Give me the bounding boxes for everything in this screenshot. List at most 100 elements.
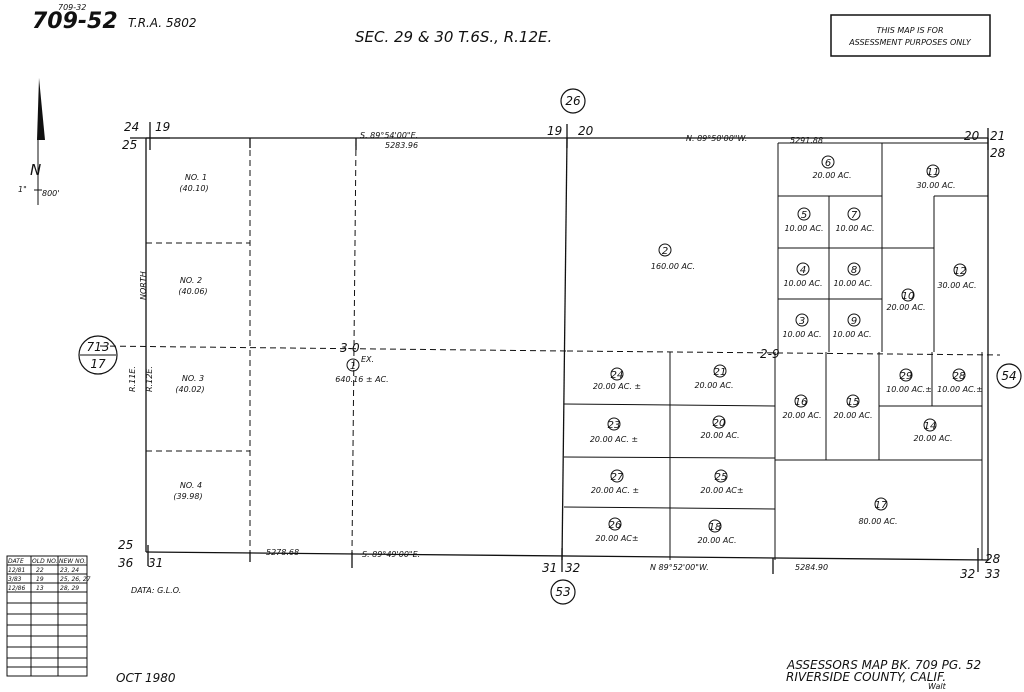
svg-text:20.00 AC.: 20.00 AC. [886, 303, 925, 312]
lot-1: NO. 1 (40.10) [179, 173, 208, 193]
svg-text:640.16 ± AC.: 640.16 ± AC. [335, 375, 388, 384]
parcel-18: 18 20.00 AC. [697, 519, 737, 545]
parcel-10: 10 20.00 AC. [886, 288, 926, 312]
svg-text:80.00 AC.: 80.00 AC. [858, 517, 897, 526]
svg-text:9: 9 [851, 316, 857, 327]
scale-left: 1" [18, 185, 27, 194]
svg-text:18: 18 [709, 522, 722, 533]
svg-text:20.00 AC.: 20.00 AC. [913, 434, 952, 443]
svg-text:22: 22 [36, 567, 44, 574]
parcel-17: 17 80.00 AC. [858, 497, 898, 526]
svg-text:26: 26 [609, 520, 622, 531]
parcel-4: 4 10.00 AC. [783, 262, 823, 288]
svg-text:8: 8 [851, 265, 857, 276]
svg-text:10.00 AC.±: 10.00 AC.± [937, 385, 983, 394]
svg-text:3: 3 [799, 316, 805, 327]
svg-text:19: 19 [36, 576, 44, 583]
parcel-11: 11 30.00 AC. [916, 164, 956, 190]
svg-text:12/86: 12/86 [8, 585, 25, 592]
section-boundaries [130, 122, 989, 574]
section-30-label: 3-0 [340, 341, 360, 355]
svg-text:10: 10 [902, 291, 915, 302]
svg-text:25: 25 [715, 472, 728, 483]
parcel-15: 15 20.00 AC. [833, 394, 873, 420]
svg-text:30.00 AC.: 30.00 AC. [916, 181, 955, 190]
bearing-bottom-left: S. 89°49'00"E. [362, 550, 420, 559]
parcel-21: 21 20.00 AC. [694, 364, 734, 390]
svg-text:(40.06): (40.06) [178, 287, 207, 296]
parcel-26: 26 20.00 AC± [595, 517, 639, 543]
svg-text:11: 11 [927, 167, 940, 178]
svg-text:21: 21 [714, 367, 727, 378]
svg-text:5: 5 [801, 210, 807, 221]
corner-bm-b: 32 [565, 561, 580, 575]
assessment-notice-line1: THIS MAP IS FOR [876, 26, 943, 35]
svg-text:23, 24: 23, 24 [60, 567, 79, 574]
distance-top-left: 5283.96 [385, 141, 418, 150]
svg-text:4: 4 [800, 265, 806, 276]
assessment-notice-line2: ASSESSMENT PURPOSES ONLY [848, 38, 972, 47]
drafter-initials: Walt [928, 682, 947, 691]
county-line: RIVERSIDE COUNTY, CALIF. [786, 670, 946, 684]
changes-table-header: DATE OLD NO. NEW NO. [8, 558, 86, 565]
small-map-reference: 709-32 [58, 3, 86, 12]
assessment-notice-box [830, 14, 991, 57]
corner-bl-c: 31 [148, 556, 163, 570]
corner-bm-a: 31 [542, 561, 557, 575]
map-date: OCT 1980 [116, 671, 176, 685]
svg-text:(40.10): (40.10) [179, 184, 208, 193]
scale-right: 800' [42, 189, 59, 198]
parcel-25: 25 20.00 AC± [700, 469, 744, 495]
svg-text:17: 17 [90, 357, 106, 371]
svg-text:28, 29: 28, 29 [60, 585, 79, 592]
changes-table-row: 12/81 22 23, 24 [8, 567, 79, 574]
svg-text:16: 16 [795, 397, 808, 408]
parcel-16: 16 20.00 AC. [782, 394, 822, 420]
parcel-6: 6 20.00 AC. [812, 155, 852, 180]
corner-tm-b: 20 [578, 124, 594, 138]
svg-text:17: 17 [875, 500, 888, 511]
svg-text:20.00 AC.: 20.00 AC. [697, 536, 736, 545]
svg-text:2: 2 [662, 246, 668, 257]
parcel-27: 27 20.00 AC. ± [591, 469, 639, 495]
data-source-note: DATA: G.L.O. [131, 586, 181, 595]
parcel-2: 2 160.00 AC. [651, 243, 695, 271]
parcel-14: 14 20.00 AC. [913, 418, 953, 443]
svg-text:3/83: 3/83 [8, 576, 22, 583]
svg-text:NO. 4: NO. 4 [180, 481, 202, 490]
svg-text:20.00 AC.: 20.00 AC. [812, 171, 851, 180]
corner-bl-a: 25 [118, 538, 133, 552]
svg-text:10.00 AC.±: 10.00 AC.± [886, 385, 932, 394]
parcel-9: 9 10.00 AC. [832, 313, 872, 339]
svg-text:25, 26, 27: 25, 26, 27 [60, 576, 91, 583]
north-letter: N [30, 161, 41, 179]
svg-text:20.00 AC.: 20.00 AC. [833, 411, 872, 420]
svg-text:13: 13 [36, 585, 44, 592]
parcel-3: 3 10.00 AC. [782, 313, 822, 339]
parcel-20: 20 20.00 AC. [700, 415, 740, 440]
svg-text:10.00 AC.: 10.00 AC. [784, 224, 823, 233]
parcel-29: 29 10.00 AC.± [886, 368, 932, 394]
bearing-top-left: S. 89°54'00"E. [360, 131, 418, 140]
svg-text:20.00 AC±: 20.00 AC± [595, 534, 638, 543]
corner-bl-b: 36 [118, 556, 134, 570]
lot-3: NO. 3 (40.02) [175, 374, 204, 394]
bearing-top-right: N. 89°50'00"W. [686, 134, 747, 143]
svg-text:20.00 AC.: 20.00 AC. [782, 411, 821, 420]
svg-text:NO. 3: NO. 3 [182, 374, 204, 383]
svg-text:20.00 AC. ±: 20.00 AC. ± [593, 382, 641, 391]
parcel-12: 12 30.00 AC. [937, 263, 977, 290]
lot-4: NO. 4 (39.98) [173, 481, 202, 501]
svg-text:15: 15 [847, 397, 860, 408]
parcel-24: 24 20.00 AC. ± [593, 367, 641, 391]
distance-bottom-right: 5284.90 [795, 563, 828, 572]
svg-text:12/81: 12/81 [8, 567, 25, 574]
svg-text:10.00 AC.: 10.00 AC. [832, 330, 871, 339]
parcel-1: 1 EX. 640.16 ± AC. [335, 355, 388, 384]
north-arrow-icon [34, 78, 45, 205]
svg-text:7: 7 [851, 210, 858, 221]
svg-text:20: 20 [713, 418, 726, 429]
parcel-7: 7 10.00 AC. [835, 207, 875, 233]
distance-top-right: 5291.88 [790, 136, 823, 145]
